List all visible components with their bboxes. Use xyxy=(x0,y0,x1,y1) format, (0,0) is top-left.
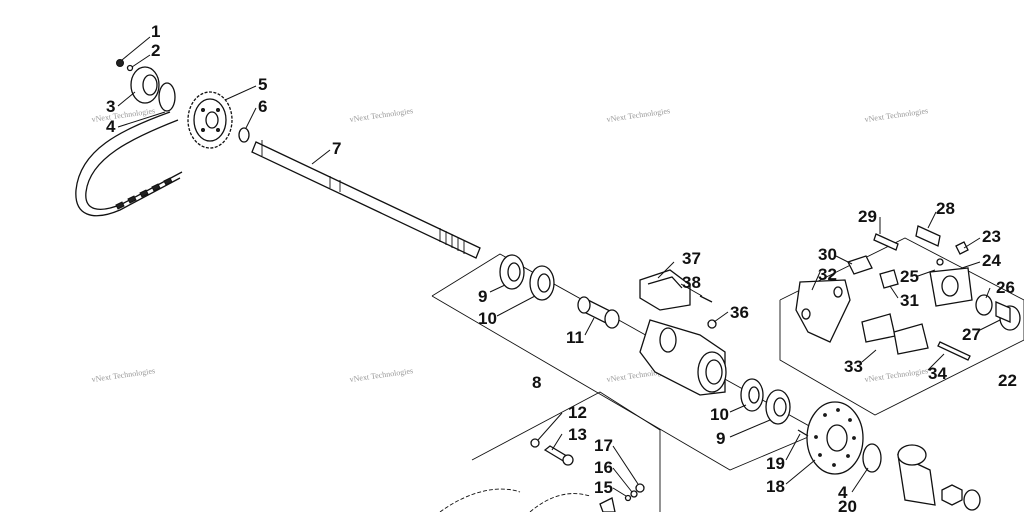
watermarks: vNext Technologies vNext Technologies vN… xyxy=(91,106,929,384)
leader-lines xyxy=(117,36,1001,497)
brake-caliper-group-outline xyxy=(779,237,1024,416)
bearing-housing-group-outline xyxy=(431,253,822,471)
part-25 xyxy=(936,258,944,266)
washer-12 xyxy=(530,438,540,448)
callout-19: 19 xyxy=(766,454,785,473)
hub-lower xyxy=(897,444,936,506)
pad-33b xyxy=(893,323,929,355)
pad-33a xyxy=(861,313,896,343)
callout-38: 38 xyxy=(682,273,701,292)
bolt-1 xyxy=(116,59,124,67)
bleeder-23 xyxy=(955,241,969,255)
callout-23: 23 xyxy=(982,227,1001,246)
callout-34: 34 xyxy=(928,364,947,383)
callout-6: 6 xyxy=(258,97,267,116)
bearings-upper xyxy=(499,254,555,301)
lower-small-parts xyxy=(530,438,645,512)
callout-9-lower: 9 xyxy=(716,429,725,448)
callout-9: 9 xyxy=(478,287,487,306)
callout-16: 16 xyxy=(594,458,613,477)
callout-24: 24 xyxy=(982,251,1001,270)
callout-15: 15 xyxy=(594,478,613,497)
piston-26 xyxy=(975,294,993,316)
watermark: vNext Technologies xyxy=(349,106,414,124)
seal-27 xyxy=(995,301,1011,323)
callout-33: 33 xyxy=(844,357,863,376)
callout-10: 10 xyxy=(478,309,497,328)
callout-2: 2 xyxy=(151,41,160,60)
callout-8: 8 xyxy=(532,373,541,392)
caliper-parts xyxy=(795,225,1021,361)
watermark: vNext Technologies xyxy=(864,366,929,384)
clip-31 xyxy=(879,269,899,289)
callout-36: 36 xyxy=(730,303,749,322)
o-ring xyxy=(158,82,176,112)
o-ring-lower xyxy=(862,443,882,473)
lower-group-outline xyxy=(471,391,661,512)
ring-6 xyxy=(238,127,250,143)
bearing-housing xyxy=(639,319,727,396)
callout-10-lower: 10 xyxy=(710,405,729,424)
watermark: vNext Technologies xyxy=(864,106,929,124)
pin-29 xyxy=(873,233,899,251)
callout-30: 30 xyxy=(818,245,837,264)
bracket-37 xyxy=(639,269,691,311)
callout-26: 26 xyxy=(996,278,1015,297)
watermark: vNext Technologies xyxy=(606,106,671,124)
callout-13: 13 xyxy=(568,425,587,444)
callout-4: 4 xyxy=(106,117,116,136)
callout-22: 22 xyxy=(998,371,1017,390)
spacer-11 xyxy=(577,296,620,329)
bolt-19 xyxy=(797,429,809,437)
callout-32: 32 xyxy=(818,265,837,284)
drive-chain xyxy=(75,111,183,217)
callout-27: 27 xyxy=(962,325,981,344)
bearings-lower xyxy=(740,378,791,425)
callouts: 1 2 3 4 5 6 7 8 9 10 11 37 38 36 10 9 12… xyxy=(106,22,1017,512)
lower-chain xyxy=(439,488,591,512)
callout-25: 25 xyxy=(900,267,919,286)
watermark: vNext Technologies xyxy=(349,366,414,384)
callout-7: 7 xyxy=(332,139,341,158)
watermark: vNext Technologies xyxy=(91,366,156,384)
ring-17 xyxy=(635,483,645,493)
callout-17: 17 xyxy=(594,436,613,455)
sprocket-hub-assembly xyxy=(116,59,176,112)
callout-29: 29 xyxy=(858,207,877,226)
washer-16 xyxy=(630,490,638,498)
callout-11: 11 xyxy=(566,328,584,347)
axle-7 xyxy=(251,140,481,259)
pin-34 xyxy=(937,341,971,361)
washer-2 xyxy=(126,64,134,72)
clip-30 xyxy=(847,255,873,275)
nuts-20 xyxy=(941,484,981,511)
callout-20: 20 xyxy=(838,497,857,512)
callout-4-lower: 4 xyxy=(838,483,848,502)
callout-1: 1 xyxy=(151,22,160,41)
bolt-28 xyxy=(915,225,941,247)
callout-3: 3 xyxy=(106,97,115,116)
callout-37: 37 xyxy=(682,249,701,268)
callout-5: 5 xyxy=(258,75,267,94)
nut-15 xyxy=(624,494,632,502)
callout-12: 12 xyxy=(568,403,587,422)
callout-18: 18 xyxy=(766,477,785,496)
sprocket-5 xyxy=(187,91,233,149)
callout-31: 31 xyxy=(900,291,919,310)
callout-28: 28 xyxy=(936,199,955,218)
brake-disc-18 xyxy=(806,401,864,475)
bolt-38 xyxy=(699,295,713,303)
